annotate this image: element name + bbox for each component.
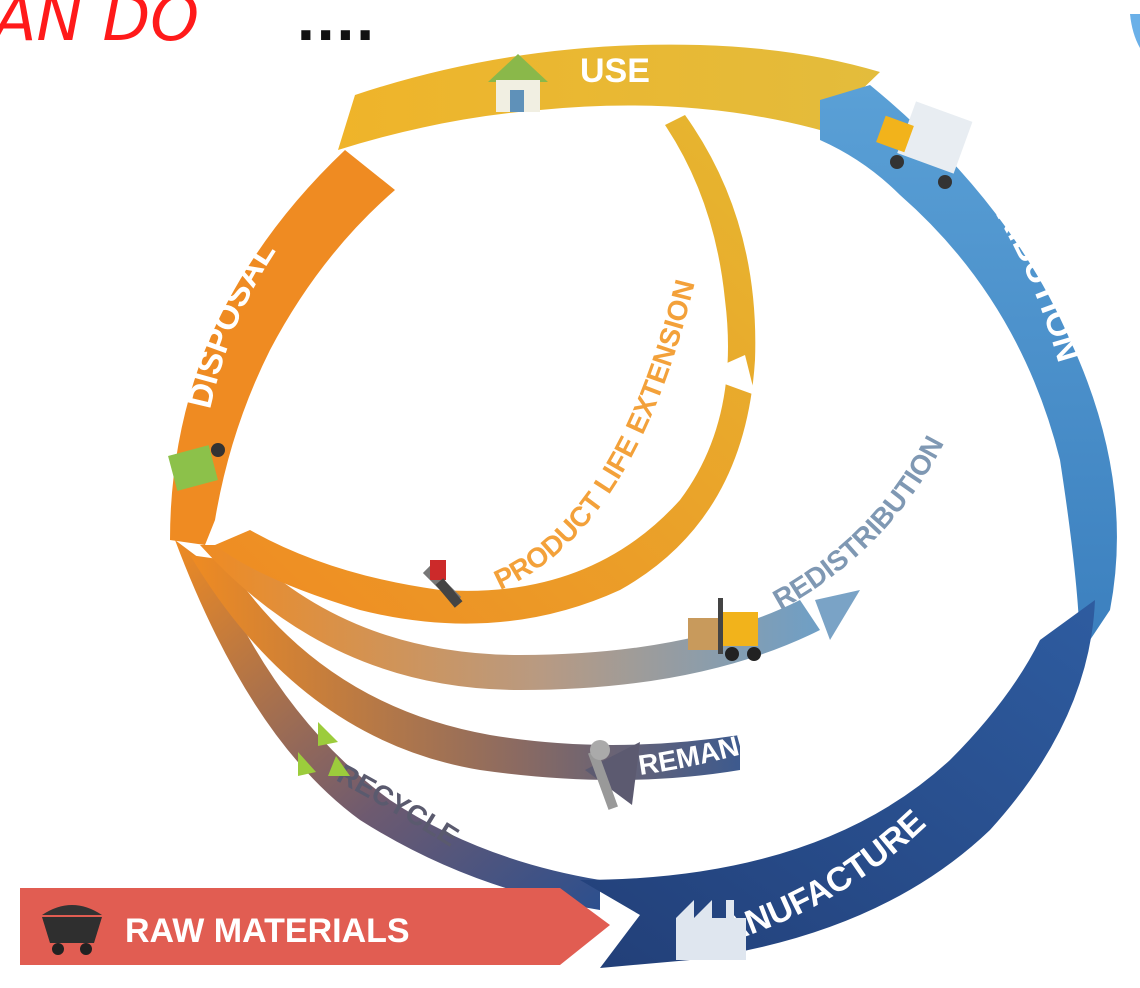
- use-label: USE: [580, 52, 650, 90]
- raw-materials-segment: [20, 888, 610, 965]
- redistribution-label-text: REDISTRIBUTION: [768, 431, 950, 615]
- corner-fragment: [1130, 14, 1140, 48]
- tools-icon: [422, 560, 463, 608]
- truck-icon: [876, 101, 973, 189]
- forklift-icon: [688, 598, 761, 661]
- remanufacture-loop-band: [190, 555, 740, 780]
- raw-materials-label: RAW MATERIALS: [125, 912, 410, 950]
- mine-cart-icon: [42, 905, 102, 955]
- manufacture-segment: [580, 600, 1095, 968]
- product-life-extension-band: [215, 115, 756, 624]
- redistribution-label: REDISTRIBUTION: [768, 431, 950, 615]
- redist-arrowhead: [815, 590, 860, 640]
- house-icon: [488, 54, 548, 112]
- redistribution-loop-band: [200, 545, 820, 690]
- remanufacture-arrowhead: [585, 742, 640, 805]
- distribution-segment: [820, 85, 1117, 655]
- recycle-bin-icon: [168, 443, 225, 491]
- disposal-segment: [170, 150, 395, 545]
- remanufacture-label-text: REMANUFACTURE: [636, 680, 886, 781]
- factory-icon: [676, 900, 746, 960]
- header-annotation: AN DO ....: [0, 0, 375, 55]
- remanufacture-label: REMANUFACTURE: [636, 680, 886, 781]
- ple-arrowhead: [700, 355, 755, 395]
- use-segment: [338, 44, 880, 151]
- header-ellipsis: ....: [296, 0, 375, 53]
- wrench-icon: [588, 740, 618, 810]
- recycle-arrows-icon: [298, 722, 350, 776]
- header-partial-text: AN DO: [0, 0, 199, 55]
